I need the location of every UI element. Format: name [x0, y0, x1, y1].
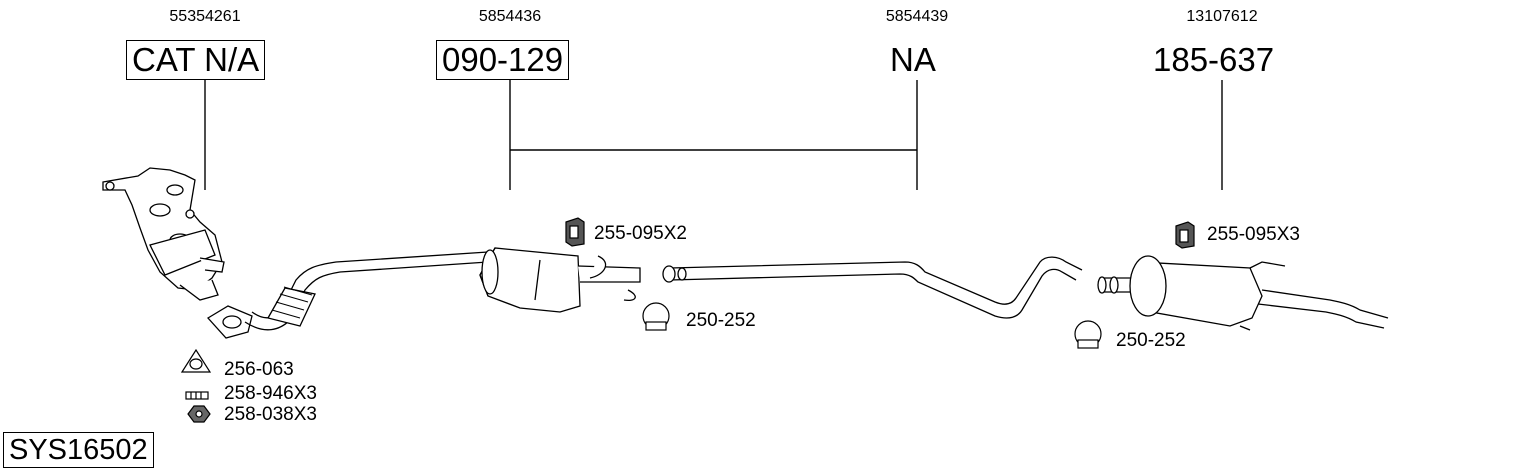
accessory-label[interactable]: 256-063 [224, 359, 294, 380]
rear-silencer-drawing [1097, 255, 1389, 331]
system-code: SYS16502 [3, 432, 154, 468]
accessory-icons [180, 217, 1195, 423]
oe-number: 5854439 [885, 8, 949, 25]
oe-number: 13107612 [1186, 8, 1258, 25]
accessory-label[interactable]: 255-095X2 [594, 223, 687, 244]
rubber-mount-icon [565, 217, 585, 247]
nut-icon [187, 405, 211, 423]
front-pipe-drawing [244, 251, 489, 331]
part-number-label[interactable]: CAT N/A [126, 40, 266, 80]
accessory-label[interactable]: 255-095X3 [1207, 224, 1300, 245]
oe-number: 55354261 [169, 8, 241, 25]
accessory-label[interactable]: 250-252 [1116, 330, 1186, 351]
part-number-label[interactable]: 185-637 [1153, 41, 1275, 78]
oe-number: 5854436 [478, 8, 542, 25]
accessory-label[interactable]: 250-252 [686, 310, 756, 331]
center-pipe-drawing [662, 256, 1083, 319]
accessory-label[interactable]: 258-946X3 [224, 383, 317, 404]
clamp-icon [1074, 320, 1102, 349]
bolt-icon [185, 391, 209, 400]
accessory-label[interactable]: 258-038X3 [224, 404, 317, 425]
clamp-icon [642, 302, 670, 331]
gasket-icon [180, 348, 212, 373]
middle-silencer-drawing [479, 247, 641, 313]
part-number-label[interactable]: NA [890, 41, 936, 78]
rubber-mount-icon [1175, 221, 1195, 249]
catalytic-converter-drawing [102, 167, 253, 339]
part-number-label[interactable]: 090-129 [436, 40, 570, 80]
